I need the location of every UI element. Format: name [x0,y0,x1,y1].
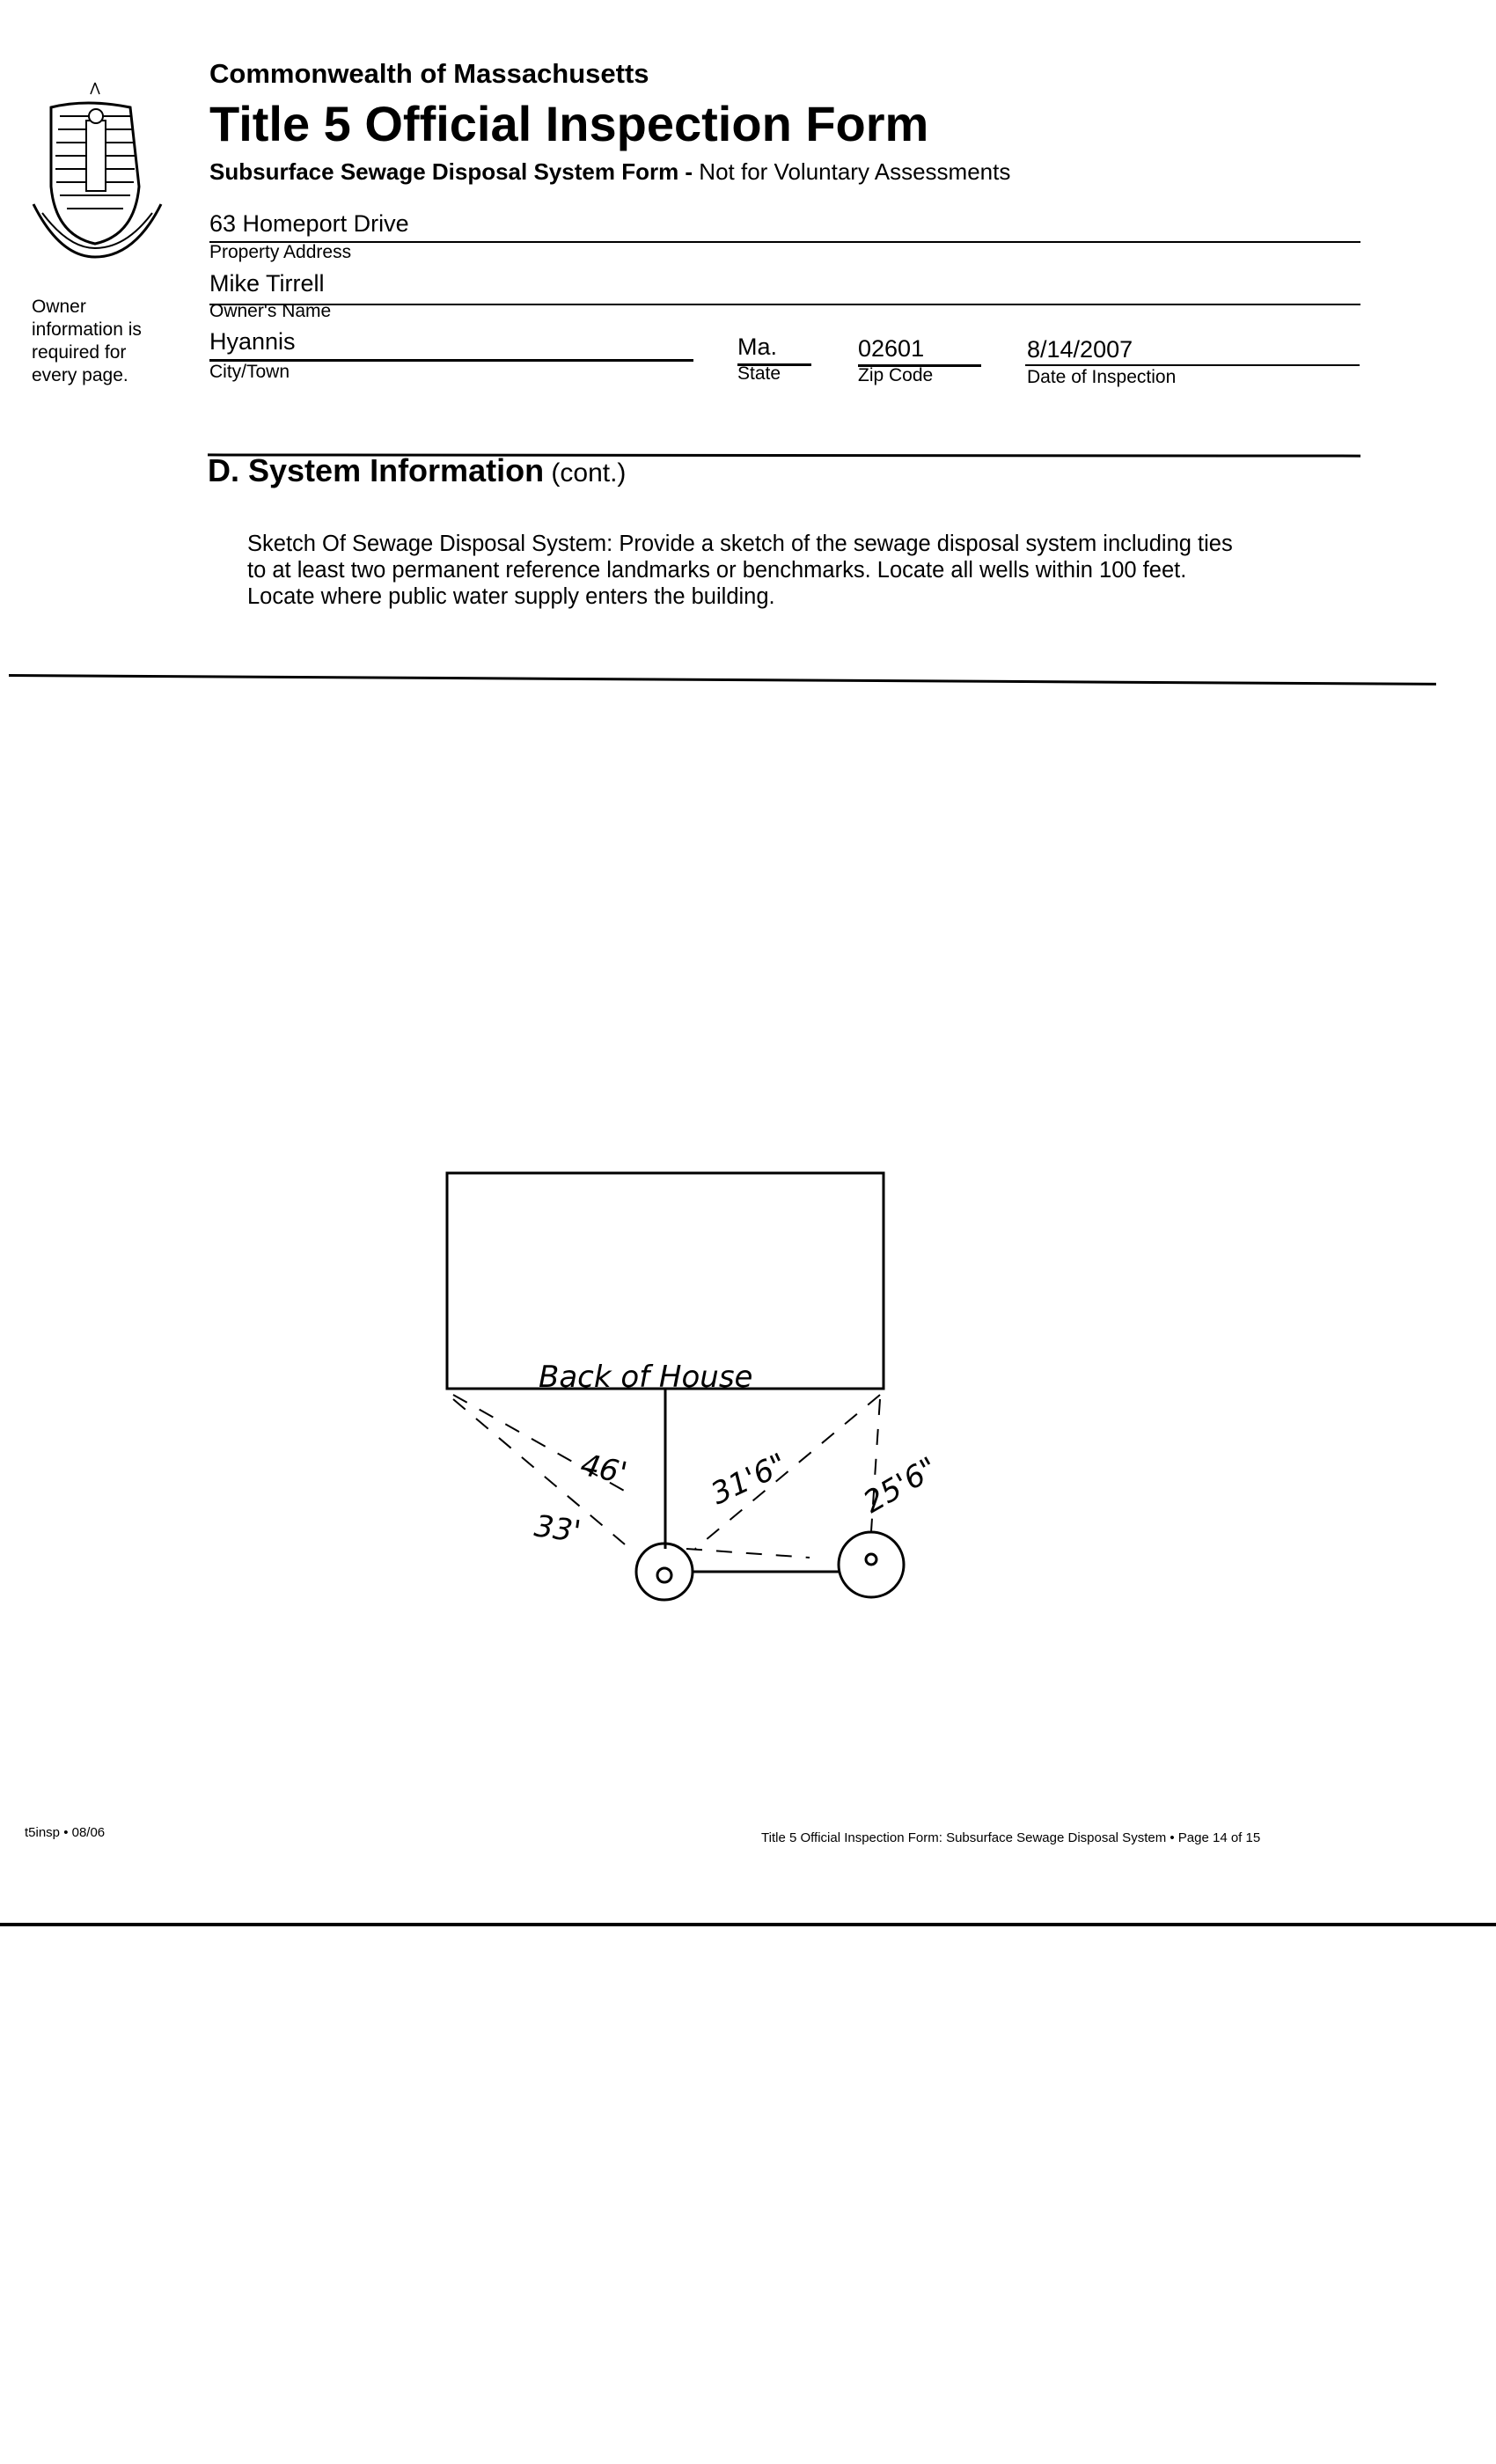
septic-tank-circle [634,1542,694,1602]
instruction-line: Sketch Of Sewage Disposal System: Provid… [247,532,1233,556]
zip-line [858,364,981,367]
property-address-label: Property Address [209,242,352,262]
owner-name-value[interactable]: Mike Tirrell [209,270,325,297]
date-label: Date of Inspection [1027,367,1177,387]
measure-25-6: 25'6" [858,1450,944,1521]
state-label: State [737,363,781,384]
city-line [209,359,693,362]
form-title: Title 5 Official Inspection Form [209,96,929,151]
house-label: Back of House [539,1360,752,1395]
tie-line [452,1398,626,1545]
inspection-date-value[interactable]: 8/14/2007 [1027,336,1133,363]
subtitle-rest: Not for Voluntary Assessments [693,158,1011,185]
tie-line [452,1394,634,1497]
city-value[interactable]: Hyannis [209,328,296,355]
page-bottom-rule [0,1923,1496,1926]
form-subtitle: Subsurface Sewage Disposal System Form -… [209,158,1010,186]
page-info: Title 5 Official Inspection Form: Subsur… [761,1830,1261,1845]
state-line [737,363,811,366]
section-heading: D. System Information (cont.) [208,452,626,489]
tie-line [694,1394,881,1550]
tie-line [686,1548,810,1558]
zip-value[interactable]: 02601 [858,335,925,362]
subtitle-bold: Subsurface Sewage Disposal System Form - [209,158,693,185]
instruction-line: Locate where public water supply enters … [247,584,775,609]
zip-label: Zip Code [858,365,934,385]
tank-cover-circle [656,1566,673,1584]
note-line: every page. [32,365,128,385]
note-line: Owner [32,297,86,317]
property-address-line [209,241,1360,243]
property-address-value[interactable]: 63 Homeport Drive [209,210,409,237]
state-value[interactable]: Ma. [737,334,778,360]
note-line: required for [32,342,127,363]
house-outline [445,1171,885,1390]
section-heading-suffix: (cont.) [544,458,627,488]
sketch-instructions: Sketch Of Sewage Disposal System: Provid… [247,531,1233,610]
instruction-line: to at least two permanent reference land… [247,558,1187,583]
owner-name-label: Owner's Name [209,301,332,321]
city-label: City/Town [209,362,290,382]
form-code: t5insp • 08/06 [25,1825,106,1840]
owner-info-note: Owner information is required for every … [32,296,142,387]
section-heading-text: D. System Information [208,452,545,488]
measure-31-6: 31'6" [706,1447,792,1512]
massachusetts-seal-logo [32,82,163,259]
tie-line [870,1398,881,1532]
measure-33: 33' [532,1508,583,1550]
note-line: information is [32,319,142,340]
owner-name-line [209,304,1360,305]
date-line [1025,364,1360,366]
dbox-cover-circle [864,1552,878,1566]
measure-46: 46' [577,1448,630,1492]
agency-name: Commonwealth of Massachusetts [209,58,649,89]
distribution-box-circle [837,1530,906,1599]
